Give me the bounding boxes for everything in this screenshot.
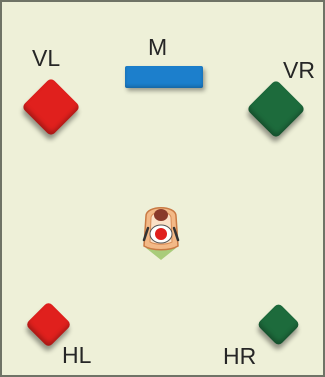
rear-left-speaker[interactable] xyxy=(25,301,72,348)
front-left-label: VL xyxy=(32,47,60,70)
front-right-speaker[interactable] xyxy=(246,79,305,138)
rear-right-speaker[interactable] xyxy=(257,303,301,347)
rear-left-label: HL xyxy=(62,344,91,367)
person-in-chair-icon xyxy=(136,202,186,264)
center-speaker[interactable] xyxy=(125,66,203,88)
listener-icon xyxy=(136,202,186,264)
front-left-speaker[interactable] xyxy=(21,77,80,136)
rear-right-label: HR xyxy=(223,345,256,368)
front-right-label: VR xyxy=(283,59,315,82)
center-speaker-label: M xyxy=(148,36,167,59)
